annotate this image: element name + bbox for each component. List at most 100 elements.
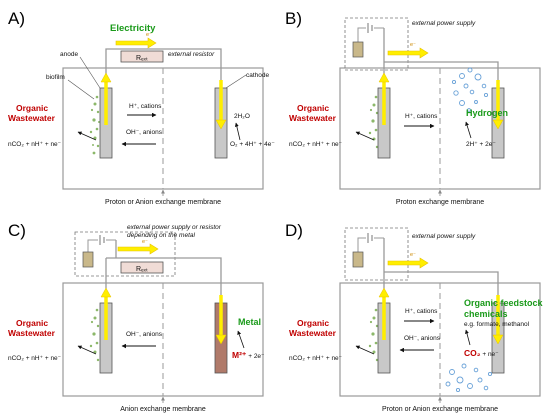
panel-d-co2-electrons: + ne⁻ [481, 351, 500, 358]
panel-a-water-label: 2H₂O [234, 113, 250, 120]
panel-b-hydrogen-label: Hydrogen [466, 108, 508, 118]
panel-b-battery [352, 41, 364, 58]
panel-d-power-supply-box [344, 227, 409, 281]
panel-c-metal-ion: M²⁺ [232, 350, 247, 360]
panel-a-anode-product-arrow [77, 131, 97, 141]
panel-d-h-cations-label: H⁺, cations [405, 308, 438, 315]
panel-d-cathode-reaction: CO₂ + ne⁻ [464, 348, 499, 358]
panel-a-resistor [120, 50, 164, 63]
panel-c-anode-arrowhead [100, 287, 112, 298]
panel-d-biofilm [368, 308, 379, 362]
panel-b-organic-label: Organic [297, 103, 329, 113]
panel-a-cathode-label: cathode [246, 72, 270, 79]
panel-b-biofilm [368, 95, 379, 149]
panel-c-letter: C) [8, 221, 26, 240]
panel-b-power-wire [357, 27, 366, 42]
panel-b-cathode-arrowhead [492, 119, 504, 130]
panel-d-feedstock-label-2: chemicals [464, 309, 508, 319]
panel-d: D) Proton or Anion exchange membrane ext… [285, 221, 544, 413]
panel-d-power-wire [357, 237, 366, 252]
panel-b-anode-reaction: nCO₂ + nH⁺ + ne⁻ [289, 141, 343, 148]
panel-c-reactor [62, 282, 264, 397]
panel-d-organic-label: Organic [297, 318, 329, 328]
panel-c-membrane-label: Anion exchange membrane [120, 406, 206, 413]
panel-a: A) Proton or Anion exchange membrane Rₑₓ… [8, 9, 275, 206]
panel-d-oh-anions-label: OH⁻, anions [404, 335, 441, 342]
panel-b-cathode-reaction: 2H⁺ + 2e⁻ [466, 141, 496, 148]
panel-c-power-supply-box [74, 231, 176, 277]
panel-d-anode-reaction: nCO₂ + nH⁺ + ne⁻ [289, 355, 343, 362]
panel-a-membrane-label: Proton or Anion exchange membrane [105, 199, 221, 206]
panel-b: B) Proton exchange membrane external pow… [285, 9, 541, 206]
panel-c-electron-flow-arrow [117, 243, 159, 255]
panel-d-membrane-label: Proton or Anion exchange membrane [382, 406, 498, 413]
panel-c-metal-arrow [237, 330, 245, 349]
panel-b-h-cations-label: H⁺, cations [405, 113, 438, 120]
panel-a-cathode-arrowhead [215, 119, 227, 130]
panel-a-anode-leader [79, 56, 101, 89]
panel-d-feedstock-examples: e.g. formate, methanol [464, 321, 530, 328]
panel-d-feedstock-arrow [464, 329, 471, 346]
panel-c-metal-label: Metal [238, 317, 261, 327]
panel-b-letter: B) [285, 9, 302, 28]
panel-b-anode-product-arrow [355, 131, 375, 141]
panel-d-wastewater-label: Wastewater [289, 328, 337, 338]
panel-a-external-resistor-label: external resistor [168, 51, 215, 58]
panel-b-electron-flow-arrow [387, 47, 429, 59]
panel-b-electron-label: e⁻ [410, 42, 416, 48]
panel-c-power-wire [87, 239, 98, 252]
panel-c-power-label-2: depending on the metal [127, 232, 195, 239]
panel-b-hydrogen-bubbles [451, 67, 489, 112]
panel-c-metal-electrons: + 2e⁻ [246, 353, 265, 360]
panel-c-battery [82, 251, 94, 268]
panel-b-wire [383, 28, 499, 88]
panel-b-wastewater-label: Wastewater [289, 113, 337, 123]
panel-a-wastewater-label: Wastewater [8, 113, 56, 123]
panel-d-wire [383, 238, 499, 303]
panel-a-h-cations-label: H⁺, cations [129, 103, 162, 110]
panel-c-resistor [120, 261, 164, 274]
panel-a-electron-label: e⁻ [146, 32, 152, 38]
panel-c-cathode-arrowhead [215, 334, 227, 345]
panel-d-feedstock-label-1: Organic feedstock [464, 298, 544, 308]
panel-a-wire [105, 48, 222, 88]
panel-a-biofilm-leader [67, 79, 95, 100]
panel-a-biofilm-label: biofilm [46, 74, 65, 81]
panel-d-anode-product-arrow [355, 345, 375, 355]
panel-a-organic-label: Organic [16, 103, 48, 113]
panel-c-oh-anions-label: OH⁻, anions [126, 331, 163, 338]
panel-c-organic-label: Organic [16, 318, 48, 328]
panel-b-hydrogen-arrow [465, 121, 472, 139]
panel-d-electron-label: e⁻ [410, 252, 416, 258]
panel-a-oh-anions-label: OH⁻, anions [126, 129, 163, 136]
panel-d-power-supply-label: external power supply [412, 233, 476, 240]
panel-d-electron-flow-arrow [387, 257, 429, 269]
panel-c-power-label-1: external power supply or resistor [127, 224, 222, 231]
panel-a-cathode-reaction: O₂ + 4H⁺ + 4e⁻ [230, 141, 275, 148]
panel-a-resistor-label: Rₑₓₜ [136, 55, 148, 62]
panel-a-cathode-leader [225, 74, 247, 89]
panel-d-cathode-arrowhead [492, 334, 504, 345]
panel-a-biofilm [89, 95, 100, 155]
panel-c-anode-product-arrow [77, 345, 97, 355]
panel-d-anode-arrowhead [378, 287, 390, 298]
panel-a-electron-flow-arrow [115, 37, 157, 49]
panel-a-anode-label: anode [60, 51, 78, 58]
panel-c-cathode-reaction: M²⁺ + 2e⁻ [232, 350, 265, 360]
panel-c-anode-reaction: nCO₂ + nH⁺ + ne⁻ [8, 355, 62, 362]
panel-b-anode-arrowhead [378, 72, 390, 83]
panel-b-power-supply-label: external power supply [412, 20, 476, 27]
panel-a-letter: A) [8, 9, 25, 28]
panel-b-power-supply-box [344, 17, 409, 71]
panel-d-letter: D) [285, 221, 303, 240]
panel-a-anode-arrowhead [100, 72, 112, 83]
panel-a-water-arrow [234, 122, 241, 141]
panel-c-resistor-label: Rₑₓₜ [136, 266, 148, 273]
panel-b-membrane-label: Proton exchange membrane [396, 199, 484, 206]
panel-c-electron-label: e⁻ [142, 239, 148, 245]
panel-c: C) Anion exchange membrane Rₑₓₜ external… [8, 221, 265, 413]
panel-a-anode-reaction: nCO₂ + nH⁺ + ne⁻ [8, 141, 62, 148]
panel-c-biofilm [89, 308, 100, 362]
panel-d-co2-bubbles [445, 363, 493, 393]
